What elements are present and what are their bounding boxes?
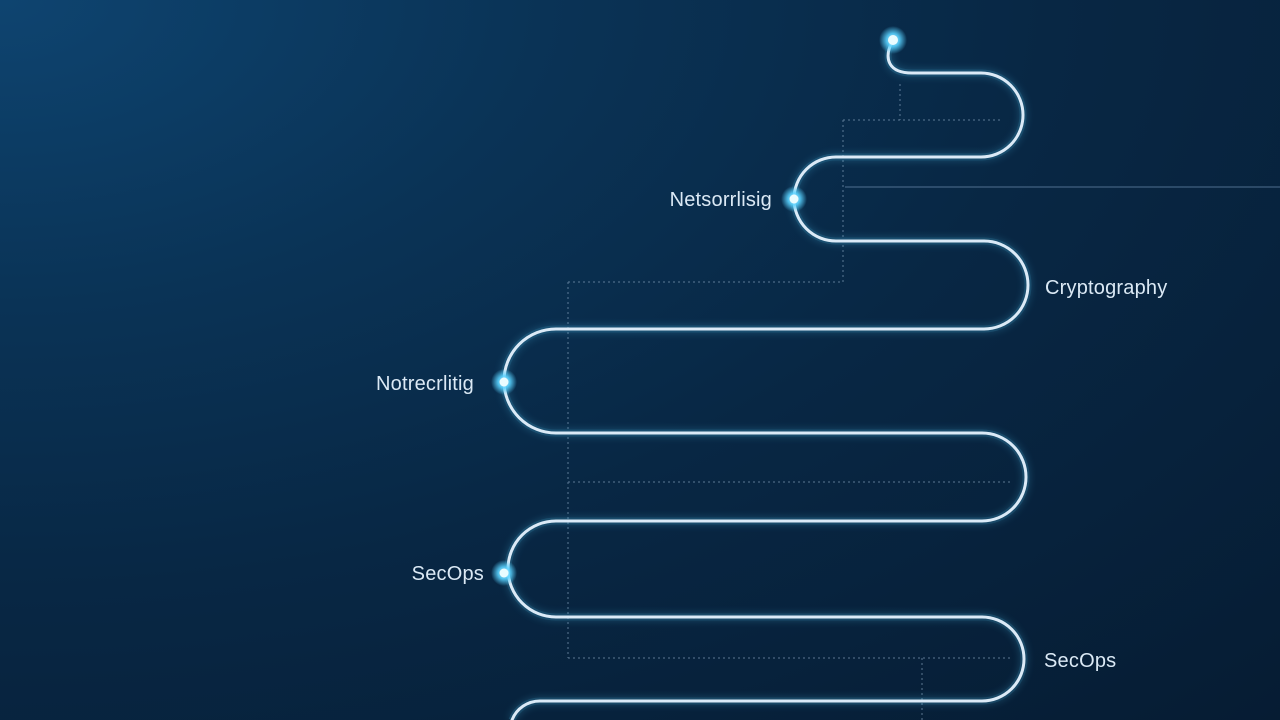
node-label-secops-1: SecOps (412, 563, 484, 585)
milestone-node-1 (781, 186, 807, 212)
node-label-secops-2: SecOps (1044, 650, 1116, 672)
node-label-cryptography: Cryptography (1045, 277, 1167, 299)
node-label-networking-2: Notrecrlitig (376, 373, 474, 395)
roadmap-path (502, 38, 1030, 720)
milestone-node-4 (491, 560, 517, 586)
milestone-start (879, 26, 907, 54)
node-label-networking-1: Netsorrlisig (670, 189, 772, 211)
milestone-node-3 (491, 369, 517, 395)
guide-lines (567, 84, 1010, 720)
